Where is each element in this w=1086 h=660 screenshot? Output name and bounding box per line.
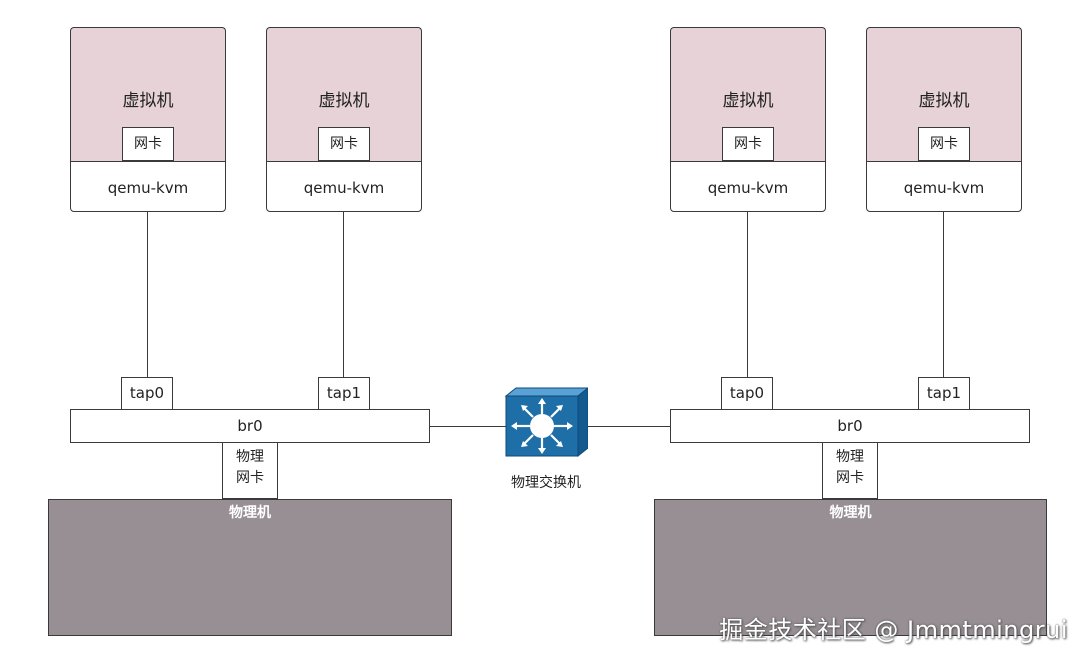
qemu-kvm-box: qemu-kvm bbox=[266, 161, 422, 212]
physical-machine: 物理机 bbox=[48, 499, 452, 636]
vm-tap-link bbox=[343, 212, 345, 378]
vm-box: 虚拟机 bbox=[266, 27, 422, 161]
watermark: 掘金技术社区 @ Jmmtmingrui bbox=[719, 616, 1068, 644]
physical-machine-label: 物理机 bbox=[229, 505, 271, 521]
tap-interface: tap0 bbox=[721, 377, 773, 409]
vm-label: 虚拟机 bbox=[318, 91, 370, 111]
physical-nic-line1: 物理 bbox=[836, 449, 864, 465]
physical-nic: 物理 网卡 bbox=[222, 443, 278, 499]
qemu-kvm-box: qemu-kvm bbox=[670, 161, 826, 212]
switch-label: 物理交换机 bbox=[511, 475, 581, 491]
network-switch-icon bbox=[504, 387, 588, 458]
physical-machine: 物理机 bbox=[654, 499, 1047, 636]
vm-label: 虚拟机 bbox=[918, 91, 970, 111]
vm-label: 虚拟机 bbox=[722, 91, 774, 111]
switch-bridge-link bbox=[586, 426, 670, 428]
vm-nic: 网卡 bbox=[122, 127, 174, 161]
vm-label: 虚拟机 bbox=[122, 91, 174, 111]
tap-interface: tap1 bbox=[918, 377, 970, 409]
physical-nic-line2: 网卡 bbox=[236, 470, 264, 486]
vm-nic: 网卡 bbox=[918, 127, 970, 161]
tap-interface: tap0 bbox=[121, 377, 173, 409]
physical-nic-line2: 网卡 bbox=[836, 470, 864, 486]
qemu-kvm-box: qemu-kvm bbox=[866, 161, 1022, 212]
vm-tap-link bbox=[747, 212, 749, 378]
bridge-br0: br0 bbox=[670, 409, 1030, 443]
physical-nic: 物理 网卡 bbox=[822, 443, 878, 499]
vm-tap-link bbox=[943, 212, 945, 378]
vm-nic: 网卡 bbox=[722, 127, 774, 161]
bridge-br0: br0 bbox=[70, 409, 430, 443]
physical-machine-label: 物理机 bbox=[829, 505, 872, 521]
qemu-kvm-box: qemu-kvm bbox=[70, 161, 226, 212]
vm-tap-link bbox=[147, 212, 149, 378]
vm-nic: 网卡 bbox=[318, 127, 370, 161]
physical-nic-line1: 物理 bbox=[236, 449, 264, 465]
bridge-switch-link bbox=[430, 426, 506, 428]
tap-interface: tap1 bbox=[318, 377, 370, 409]
